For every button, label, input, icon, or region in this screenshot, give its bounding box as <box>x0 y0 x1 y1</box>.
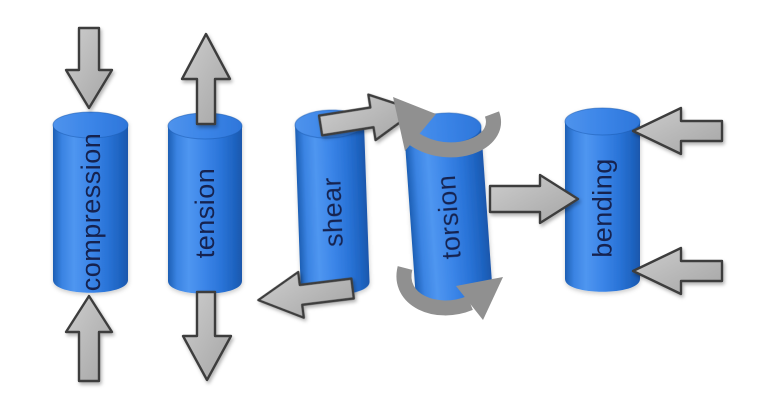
figure-torsion: torsion <box>393 97 503 320</box>
tension-label: tension <box>190 168 220 259</box>
figure-tension: tension <box>167 32 243 382</box>
shear-left-arrow-icon <box>257 270 356 319</box>
cylinder-body <box>404 126 493 303</box>
torsion-label: torsion <box>431 174 467 260</box>
torsion-top-twist-arrowhead-icon <box>393 97 436 151</box>
figure-bending: bending <box>488 106 724 296</box>
bending-top-left-arrow-icon <box>631 106 724 156</box>
compression-up-arrow-icon <box>64 294 114 383</box>
cylinder-body <box>53 125 128 293</box>
cylinder-top-cap <box>52 111 129 139</box>
figure-shear: shear <box>257 93 418 319</box>
torsion-top-twist-arrow-icon <box>409 111 501 158</box>
compression-down-arrow-icon <box>64 26 114 110</box>
bending-middle-right-arrow-icon <box>488 173 580 225</box>
bending-bottom-left-arrow-icon <box>631 246 724 296</box>
tension-down-arrow-icon <box>181 290 233 382</box>
figure-compression: compression <box>52 26 129 383</box>
cylinder-body <box>168 126 242 294</box>
shear-right-arrow-icon <box>317 93 418 142</box>
bending-cylinder: bending <box>564 107 641 292</box>
compression-cylinder: compression <box>52 111 129 293</box>
shear-label: shear <box>316 176 348 247</box>
torsion-bottom-twist-arrow-icon <box>396 266 473 316</box>
cylinder-top-cap <box>564 107 641 136</box>
bending-label: bending <box>588 158 618 258</box>
cylinder-body <box>565 121 640 292</box>
tension-up-arrow-icon <box>180 32 232 126</box>
shear-cylinder: shear <box>294 109 370 296</box>
cylinder-body <box>295 122 370 296</box>
torsion-bottom-twist-arrowhead-icon <box>456 277 503 320</box>
compression-label: compression <box>76 133 106 292</box>
tension-cylinder: tension <box>167 112 243 294</box>
